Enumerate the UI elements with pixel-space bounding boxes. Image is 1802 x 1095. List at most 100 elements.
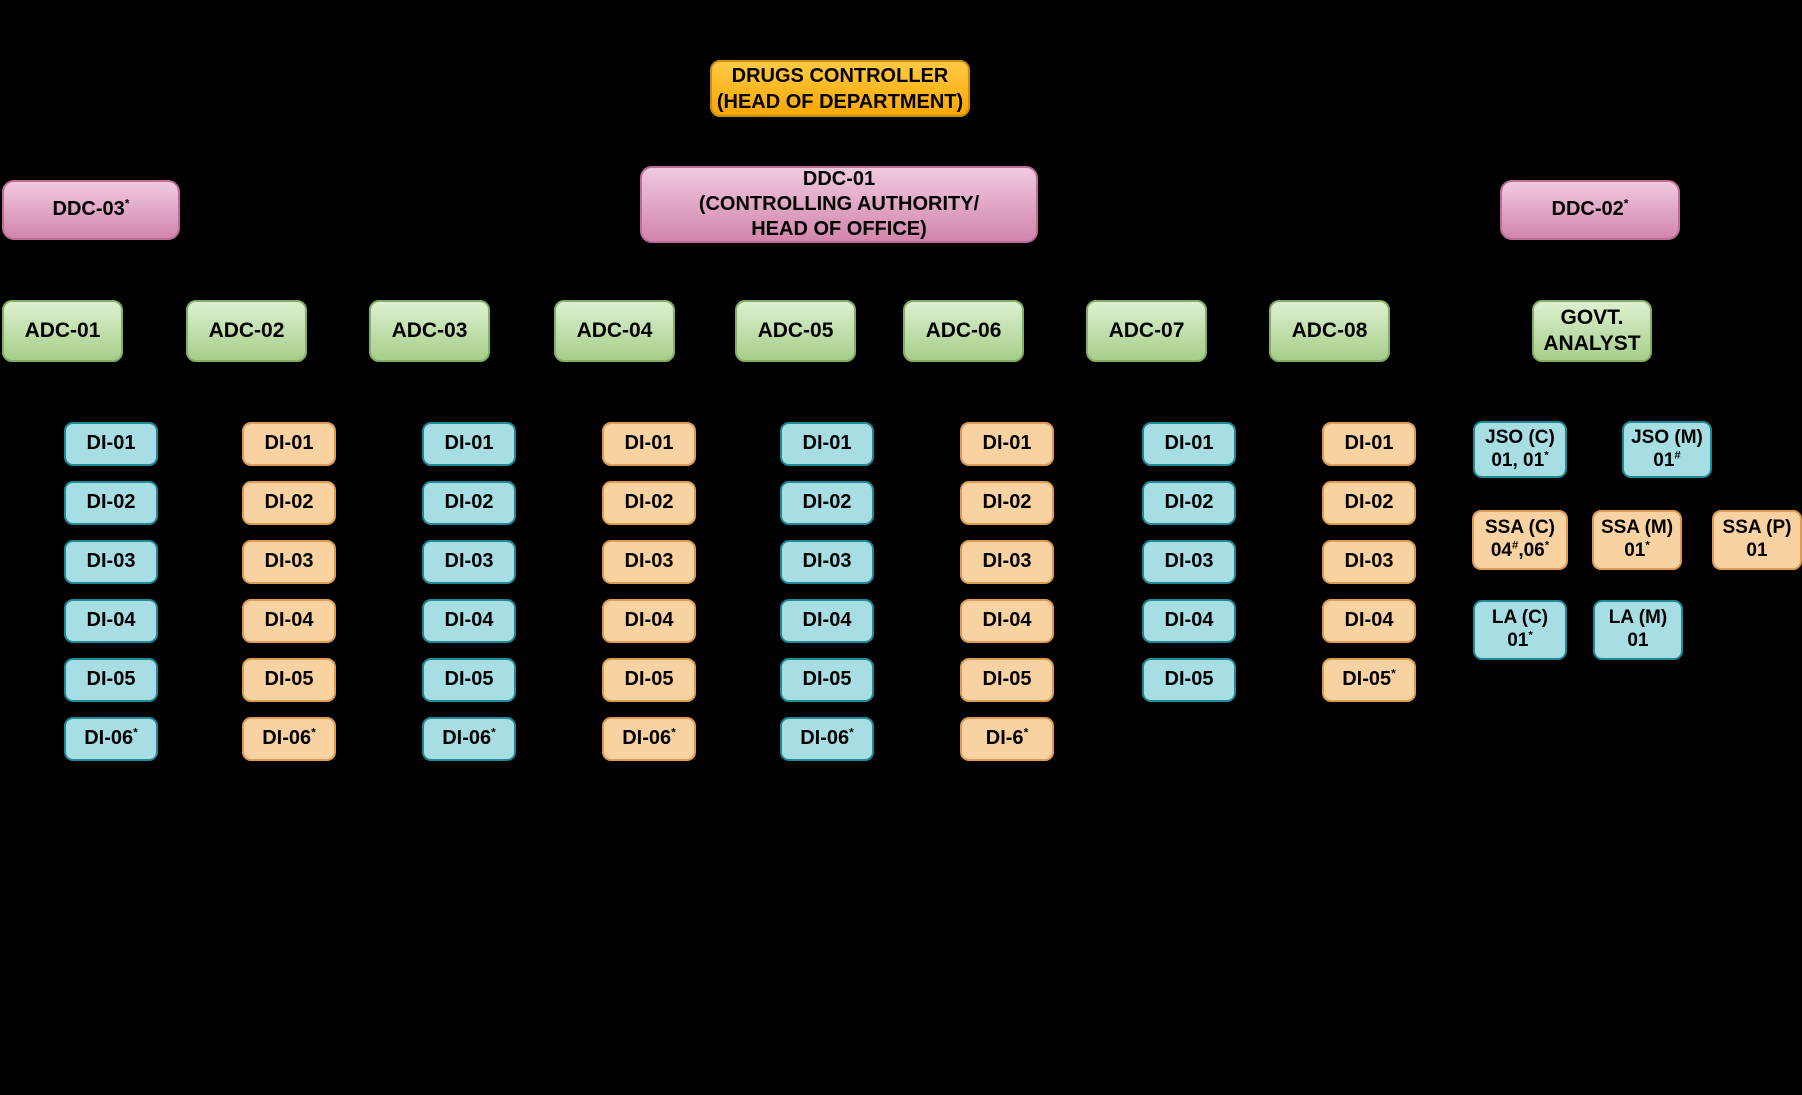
node-di-col-7-row5-label-line1: DI-05 [1165,668,1214,692]
node-la-m-label-line1: LA (M) [1609,607,1667,630]
node-ssa-p: SSA (P)01 [1712,510,1802,570]
node-di-col-3-row5: DI-05 [422,658,516,702]
node-di-col-3-row4: DI-04 [422,599,516,643]
node-ddc-02-superscript: * [1623,196,1629,211]
node-jso-c-text: 01, 01 [1491,449,1545,471]
node-di-col-1-row2: DI-02 [64,481,158,525]
node-adc-02: ADC-02 [186,300,307,362]
node-ssa-m-text: 01 [1624,540,1646,561]
node-ddc-01-label-line3: HEAD OF OFFICE) [751,217,927,242]
node-govt-analyst: GOVT.ANALYST [1532,300,1652,362]
node-drugs-controller: DRUGS CONTROLLER (HEAD OF DEPARTMENT) [710,60,970,117]
node-di-col-6-row2-text: DI-02 [982,491,1032,514]
node-di-col-5-row6: DI-06* [780,717,874,761]
node-adc-02-text: ADC-02 [208,318,285,342]
node-di-col-3-row6-label-line1: DI-06* [442,727,496,751]
node-di-col-2-row1: DI-01 [242,422,336,466]
node-adc-06-label-line1: ADC-06 [926,318,1002,344]
node-drugs-controller-text: DRUGS CONTROLLER [731,64,949,87]
node-di-col-2-row3-text: DI-03 [264,550,314,573]
node-ddc-03: DDC-03* [2,180,180,240]
node-di-col-6-row1: DI-01 [960,422,1054,466]
node-di-col-6-row2-label-line1: DI-02 [983,491,1032,515]
node-di-col-2-row1-label-line1: DI-01 [265,432,314,456]
node-ddc-01-label-line1: DDC-01 [803,167,875,192]
node-di-col-7-row5-text: DI-05 [1164,668,1214,691]
node-jso-c-superscript: * [1544,449,1549,462]
node-adc-07-text: ADC-07 [1108,318,1185,342]
node-jso-c-label-line2: 01, 01* [1491,449,1549,473]
node-di-col-5-row6-text: DI-06 [800,727,850,750]
node-di-col-1-row1-label-line1: DI-01 [87,432,136,456]
node-di-col-6-row4-label-line1: DI-04 [983,609,1032,633]
node-di-col-5-row1-text: DI-01 [802,432,852,455]
node-di-col-6-row6: DI-6* [960,717,1054,761]
node-di-col-8-row5-label-line1: DI-05* [1342,668,1396,692]
node-di-col-7-row3-label-line1: DI-03 [1165,550,1214,574]
node-adc-06-text: ADC-06 [925,318,1002,342]
node-di-col-6-row5-text: DI-05 [982,668,1032,691]
node-di-col-4-row1-text: DI-01 [624,432,674,455]
node-di-col-1-row4: DI-04 [64,599,158,643]
node-la-c-text: 01 [1507,630,1529,651]
node-di-col-4-row6-superscript: * [671,725,676,740]
node-jso-m-label-line1: JSO (M) [1631,427,1703,450]
node-di-col-7-row3: DI-03 [1142,540,1236,584]
node-ssa-p-label-line2: 01 [1746,540,1767,563]
node-di-col-6-row2: DI-02 [960,481,1054,525]
node-di-col-3-row1: DI-01 [422,422,516,466]
node-di-col-3-row3: DI-03 [422,540,516,584]
node-jso-m-text: JSO (M) [1631,426,1703,448]
node-govt-analyst-text: ANALYST [1543,332,1641,355]
node-ddc-03-superscript: * [124,196,130,211]
node-adc-04-label-line1: ADC-04 [577,318,653,344]
node-la-m-label-line2: 01 [1627,630,1648,653]
node-di-col-2-row3-label-line1: DI-03 [265,550,314,574]
node-ssa-m-label-line2: 01* [1624,540,1650,563]
node-di-col-8-row5-superscript: * [1391,666,1396,681]
node-di-col-3-row5-text: DI-05 [444,668,494,691]
node-adc-03: ADC-03 [369,300,490,362]
node-jso-c-label-line1: JSO (C) [1485,427,1555,450]
node-di-col-5-row4-label-line1: DI-04 [803,609,852,633]
node-ddc-03-text: DDC-03 [52,198,125,221]
node-adc-06: ADC-06 [903,300,1024,362]
node-adc-04-text: ADC-04 [576,318,653,342]
node-di-col-3-row1-text: DI-01 [444,432,494,455]
node-di-col-8-row5-text: DI-05 [1342,668,1392,691]
node-di-col-4-row5: DI-05 [602,658,696,702]
node-ddc-01: DDC-01(CONTROLLING AUTHORITY/HEAD OF OFF… [640,166,1038,243]
node-govt-analyst-label-line1: GOVT. [1560,305,1623,331]
node-ddc-02-label-line1: DDC-02* [1552,197,1629,222]
node-ddc-01-text: (CONTROLLING AUTHORITY/ [698,192,980,215]
node-la-m-text: 01 [1627,630,1649,651]
node-ssa-c: SSA (C)04#,06* [1472,510,1568,570]
node-adc-03-text: ADC-03 [391,318,468,342]
node-di-col-7-row3-text: DI-03 [1164,550,1214,573]
node-di-col-1-row3-label-line1: DI-03 [87,550,136,574]
node-di-col-6-row3: DI-03 [960,540,1054,584]
node-di-col-8-row5: DI-05* [1322,658,1416,702]
node-di-col-3-row1-label-line1: DI-01 [445,432,494,456]
node-ssa-p-text: SSA (P) [1722,517,1792,539]
node-adc-05-label-line1: ADC-05 [758,318,834,344]
node-ssa-p-label-line1: SSA (P) [1723,517,1792,540]
node-di-col-1-row6-superscript: * [133,725,138,740]
node-adc-01-label-line1: ADC-01 [25,318,101,344]
node-la-c-label-line1: LA (C) [1492,607,1548,630]
node-la-m: LA (M)01 [1593,600,1683,660]
node-di-col-2-row2-label-line1: DI-02 [265,491,314,515]
node-di-col-1-row4-text: DI-04 [86,609,136,632]
node-di-col-8-row2: DI-02 [1322,481,1416,525]
node-di-col-5-row2-label-line1: DI-02 [803,491,852,515]
node-adc-08-label-line1: ADC-08 [1292,318,1368,344]
node-la-c-superscript: * [1528,629,1533,642]
node-adc-08-text: ADC-08 [1291,318,1368,342]
node-di-col-7-row2: DI-02 [1142,481,1236,525]
node-drugs-controller-text: (HEAD OF DEPARTMENT) [716,90,964,113]
node-adc-07: ADC-07 [1086,300,1207,362]
node-di-col-2-row4-label-line1: DI-04 [265,609,314,633]
node-di-col-6-row5-label-line1: DI-05 [983,668,1032,692]
node-di-col-4-row3-text: DI-03 [624,550,674,573]
